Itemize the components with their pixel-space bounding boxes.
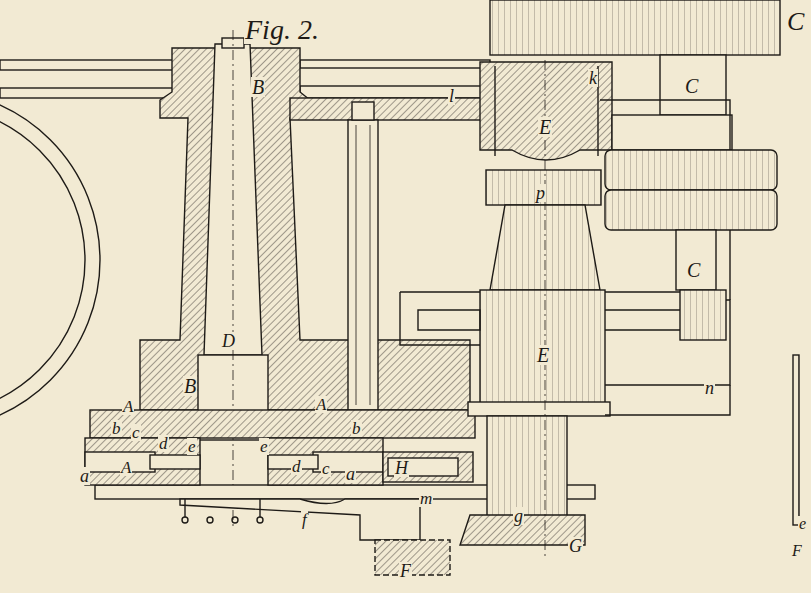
part-letter: m bbox=[419, 490, 433, 507]
part-letter: p bbox=[535, 184, 546, 202]
part-letter: k bbox=[588, 69, 598, 87]
part-letter: C bbox=[786, 9, 805, 35]
part-letter: C bbox=[684, 76, 699, 96]
part-letter: C bbox=[686, 260, 701, 280]
part-letter: H bbox=[394, 459, 409, 477]
figure-title: Fig. 2. bbox=[244, 16, 320, 44]
part-letter: A bbox=[122, 398, 134, 415]
part-letter: a bbox=[79, 467, 90, 485]
part-letter: B bbox=[251, 77, 265, 97]
part-letter: b bbox=[111, 420, 122, 437]
part-letter: d bbox=[291, 458, 302, 475]
part-letter: e bbox=[187, 438, 197, 455]
part-letter: A bbox=[120, 459, 132, 476]
part-letter: a bbox=[345, 465, 356, 483]
part-letter: b bbox=[351, 420, 362, 437]
part-letter: c bbox=[131, 424, 141, 441]
part-letter: l bbox=[448, 87, 455, 105]
part-letter: g bbox=[513, 507, 524, 525]
part-letter: c bbox=[321, 460, 331, 477]
part-letter: d bbox=[158, 435, 169, 452]
part-letter: f bbox=[301, 511, 308, 528]
part-letter: E bbox=[538, 117, 552, 137]
part-letter: n bbox=[704, 379, 715, 397]
part-letter: e bbox=[798, 516, 807, 532]
part-letter: F bbox=[399, 562, 412, 580]
part-letter: D bbox=[221, 332, 236, 350]
part-letter: E bbox=[536, 345, 550, 365]
part-letter: B bbox=[183, 376, 197, 396]
part-letter: e bbox=[259, 438, 269, 455]
part-letter: F bbox=[791, 543, 803, 559]
part-letter: A bbox=[315, 396, 327, 413]
part-letter: G bbox=[568, 537, 583, 555]
